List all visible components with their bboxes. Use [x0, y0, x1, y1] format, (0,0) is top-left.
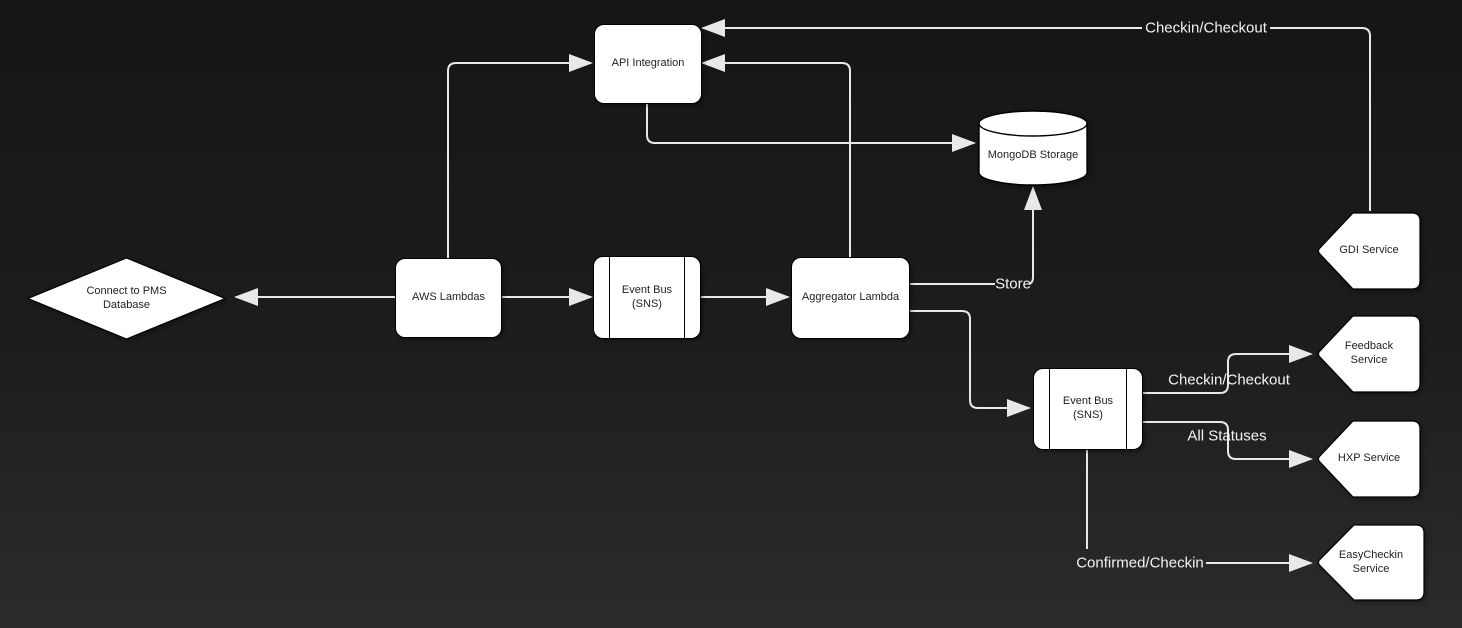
node-hxp-service: HXP Service [1317, 420, 1421, 498]
process-bar-left [609, 257, 610, 338]
edge-label-all-statuses: All Statuses [1187, 427, 1267, 445]
connector-api-to-mongodb [646, 102, 976, 152]
node-label: Event Bus (SNS) [621, 283, 673, 310]
edge-label-checkin-checkout-top: Checkin/Checkout [1145, 19, 1267, 37]
pentagon-left-shape [1317, 420, 1421, 498]
connector-eventbus2-to-feedback [1141, 345, 1313, 394]
cylinder-shape [978, 110, 1088, 186]
edge-label-checkin-checkout-mid: Checkin/Checkout [1168, 371, 1290, 389]
pentagon-left-shape [1317, 212, 1421, 290]
node-label: HXP Service [1337, 452, 1401, 465]
pentagon-left-shape [1317, 315, 1421, 393]
connector-aggregator-to-mongodb-seg2 [1024, 186, 1042, 285]
node-label: API Integration [611, 57, 685, 70]
node-label: EasyCheckin Service [1338, 548, 1404, 575]
node-label: GDI Service [1339, 244, 1399, 257]
connector-aggregator-to-api [701, 54, 851, 257]
node-easycheckin-service: EasyCheckin Service [1317, 524, 1425, 601]
process-bar-right [684, 257, 685, 338]
node-label: Connect to PMS Database [86, 284, 167, 311]
node-feedback-service: Feedback Service [1317, 315, 1421, 393]
process-bar-right [1126, 369, 1127, 449]
node-gdi-service: GDI Service [1317, 212, 1421, 290]
node-aggregator-lambda: Aggregator Lambda [791, 257, 910, 339]
node-aws-lambdas: AWS Lambdas [395, 258, 502, 338]
node-label: MongoDB Storage [987, 149, 1079, 162]
node-label: Event Bus (SNS) [1062, 395, 1114, 421]
node-event-bus-sns-2: Event Bus (SNS) [1033, 368, 1143, 450]
node-label: Aggregator Lambda [801, 291, 900, 304]
edge-label-store: Store [995, 275, 1031, 293]
connector-eventbus2-to-hxp [1141, 421, 1313, 468]
node-mongodb-storage: MongoDB Storage [978, 110, 1088, 186]
edge-label-confirmed-checkin: Confirmed/Checkin [1076, 554, 1204, 572]
node-connect-to-pms-database: Connect to PMS Database [27, 257, 226, 340]
connector-gdi-to-api-seg1 [1270, 27, 1371, 211]
process-bar-left [1049, 369, 1050, 449]
pentagon-left-shape [1317, 524, 1425, 601]
diamond-shape [27, 257, 226, 340]
node-event-bus-sns-1: Event Bus (SNS) [593, 256, 701, 339]
connector-awslambdas-to-api [447, 54, 593, 258]
connector-aggregator-to-eventbus2 [908, 310, 1031, 417]
node-label: Feedback Service [1344, 340, 1394, 366]
node-api-integration: API Integration [594, 24, 702, 104]
node-label: AWS Lambdas [412, 291, 485, 304]
